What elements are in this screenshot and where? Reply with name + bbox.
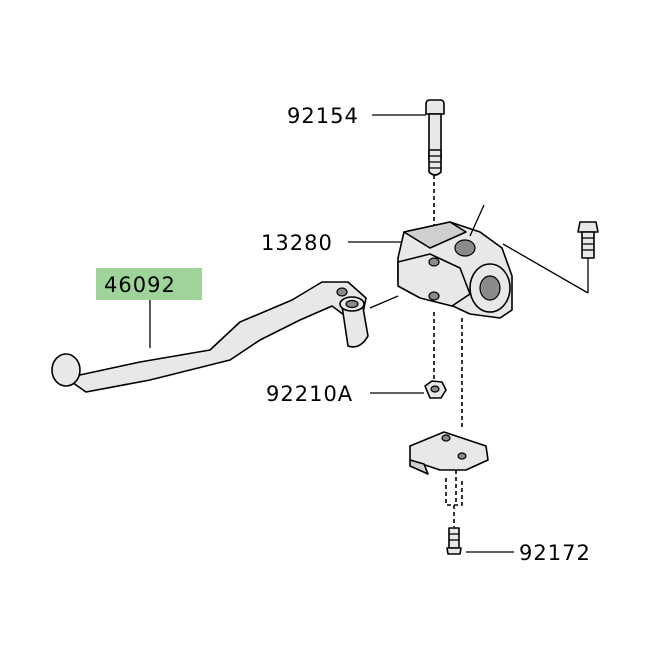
bolt-right xyxy=(577,221,599,259)
nut-92210A xyxy=(424,380,447,399)
part-label-13280[interactable]: 13280 xyxy=(261,231,333,255)
screw-92172 xyxy=(446,527,462,555)
highlight-box-46092 xyxy=(96,268,202,300)
clutch-switch xyxy=(409,431,489,475)
part-label-92210A[interactable]: 92210A xyxy=(266,382,353,406)
clutch-lever-46092 xyxy=(51,281,369,393)
part-label-46092[interactable]: 46092 xyxy=(104,273,176,297)
assembly-lines xyxy=(369,175,589,527)
leader-lines xyxy=(149,114,514,553)
part-label-92172[interactable]: 92172 xyxy=(519,541,591,565)
part-label-92154[interactable]: 92154 xyxy=(287,104,359,128)
bolt-92154 xyxy=(425,99,445,176)
lever-holder-13280 xyxy=(397,204,513,319)
